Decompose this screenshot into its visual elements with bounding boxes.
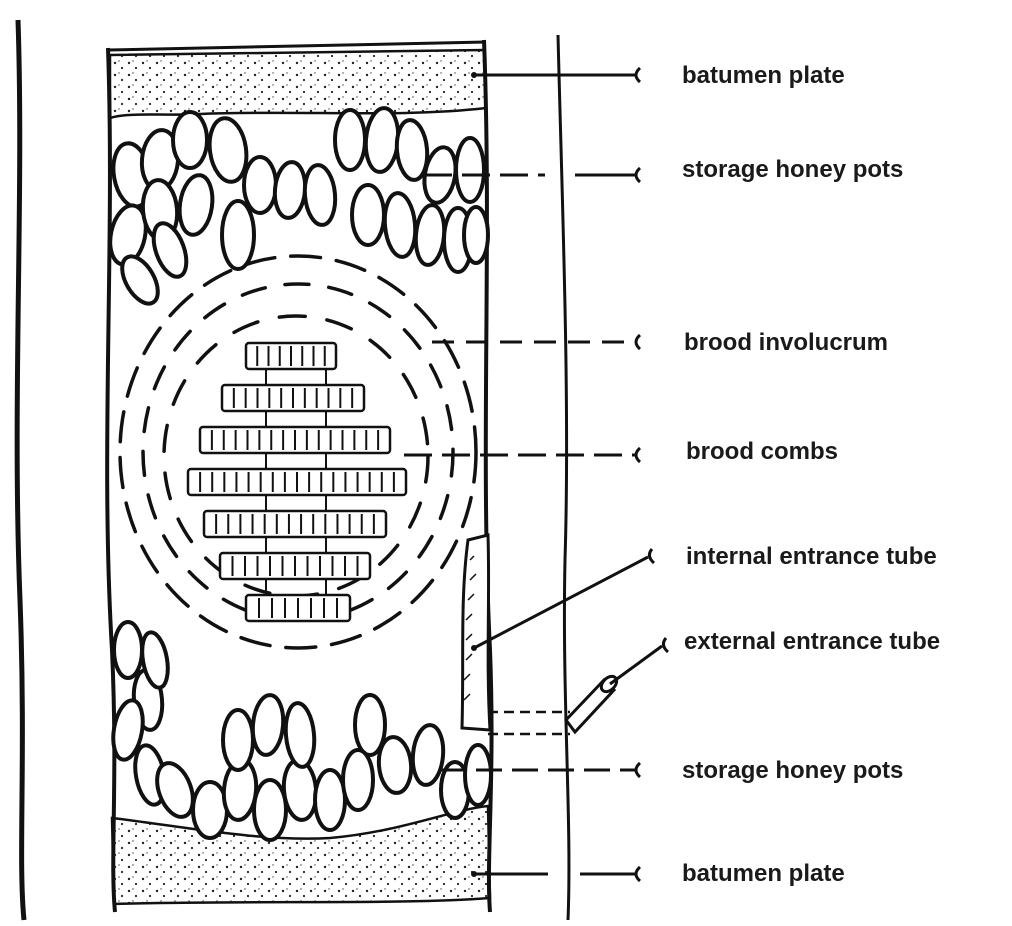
internal-entrance-tube (462, 535, 490, 730)
label-external-entrance-tube: external entrance tube (684, 630, 940, 654)
brood-comb-row (204, 511, 386, 537)
honey-pot (176, 173, 216, 237)
honey-pot (283, 702, 316, 768)
honey-pots-top (105, 107, 488, 310)
honey-pot (413, 204, 446, 266)
honey-pot (114, 622, 142, 678)
cavity-top-edge (108, 42, 486, 50)
entrance-passage (488, 712, 570, 734)
label-storage-honey-pots-bottom: storage honey pots (682, 759, 903, 783)
label-brood-involucrum: brood involucrum (684, 331, 888, 355)
label-batumen-plate-top: batumen plate (682, 64, 845, 88)
honey-pot (352, 185, 384, 245)
batumen-plate-top (110, 50, 486, 118)
label-storage-honey-pots-top: storage honey pots (682, 158, 903, 182)
honey-pot (465, 745, 491, 805)
honey-pot (273, 161, 308, 219)
honey-pot (464, 207, 488, 263)
label-brood-combs: brood combs (686, 440, 838, 464)
honey-pot (250, 694, 285, 756)
honey-pot (456, 138, 484, 202)
brood-combs (188, 343, 406, 621)
trunk-left-wall (17, 20, 24, 920)
trunk-right-wall (558, 35, 569, 920)
label-internal-entrance-tube: internal entrance tube (686, 545, 937, 569)
honey-pot (173, 112, 207, 168)
honey-pot (377, 736, 414, 795)
honey-pot (335, 110, 365, 170)
honey-pot (302, 164, 337, 226)
honey-pot (343, 750, 373, 810)
honey-pot (315, 770, 345, 830)
honey-pot (410, 724, 445, 786)
honey-pots-bottom (109, 622, 491, 840)
honey-pot (244, 157, 276, 213)
label-batumen-plate-bottom: batumen plate (682, 862, 845, 886)
honey-pot (223, 710, 253, 770)
honey-pot (193, 782, 227, 838)
honey-pot (222, 201, 254, 269)
honey-pot (254, 780, 286, 840)
honey-pot (382, 192, 417, 258)
